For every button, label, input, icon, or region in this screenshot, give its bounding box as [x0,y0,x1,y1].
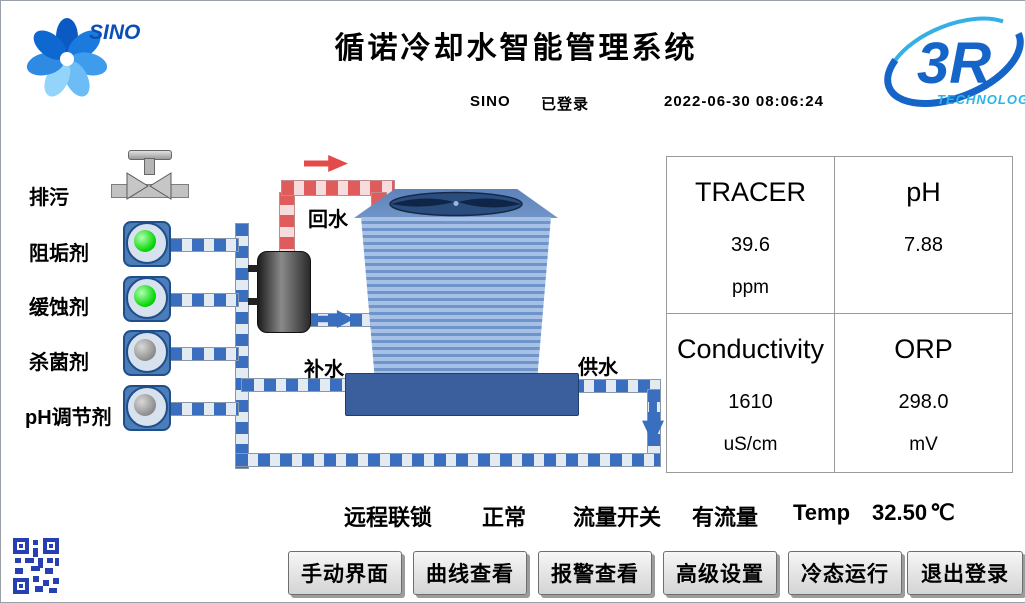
label-corrosion-inhibitor: 缓蚀剂 [29,297,89,319]
label-supply-water: 供水 [578,357,618,379]
temp-label: Temp [793,500,851,525]
pump-ph-adjuster [123,385,171,431]
measurement-name: TRACER [694,177,806,207]
manual-screen-button[interactable]: 手动界面 [288,551,402,595]
temp-value: 32.50 [872,500,928,525]
pipe-return-to-vessel [279,192,295,256]
label-return-water: 回水 [308,209,348,231]
logout-button[interactable]: 退出登录 [907,551,1023,595]
measurement-name: ORP [894,334,953,364]
measurement-unit: mV [909,434,938,455]
label-makeup-water: 补水 [304,359,344,381]
pump-biocide [123,330,171,376]
measurement-name: Conductivity [676,334,825,364]
interlock-value: 正常 [482,505,527,530]
flow-switch-label: 流量开关 [573,505,662,530]
cold-run-button[interactable]: 冷态运行 [788,551,902,595]
cooling-fan-icon [389,191,523,217]
pipe-return-water [281,180,395,196]
interlock-label: 远程联锁 [344,505,433,530]
pump-scale-inhibitor [123,221,171,267]
flow-arrow-return-icon [304,155,348,172]
pipe-dosing-3 [169,347,239,361]
cooling-tower-body [361,217,551,373]
blowdown-valve-icon [126,172,172,200]
vessel-flange [248,298,258,305]
measurement-tracer: TRACER 39.6 ppm [667,157,835,314]
pump-corrosion-inhibitor [123,276,171,322]
label-biocide: 杀菌剂 [29,352,89,374]
measurement-panel: TRACER 39.6 ppm pH 7.88 Conductivity 161… [666,156,1013,473]
pump-status-light [134,394,156,416]
measurement-name: pH [906,177,941,207]
pipe-dosing-2 [169,293,239,307]
vessel-flange [248,265,258,272]
qr-code [13,538,59,594]
3r-logo-subtext: TECHNOLOGY [937,92,1025,107]
measurement-value: 39.6 [731,234,770,256]
page-title: 循诺冷却水智能管理系统 [334,32,698,65]
pipe-dosing-1 [169,238,239,252]
pump-status-light [134,230,156,252]
measurement-unit: uS/cm [723,434,778,455]
flow-switch-value: 有流量 [692,505,759,530]
temp-unit: ℃ [930,500,955,525]
measurement-value: 1610 [728,391,773,413]
measurement-orp: ORP 298.0 mV [835,314,1012,472]
pipe-dosing-4 [169,402,239,416]
pipe-bottom-return [235,453,661,467]
measurement-value: 298.0 [898,391,949,413]
cooling-tower-basin [345,373,579,416]
pump-status-light [134,339,156,361]
sensor-vessel [257,251,311,333]
datetime: 2022-06-30 08:06:24 [664,93,824,110]
label-scale-inhibitor: 阻垢剂 [29,243,89,265]
3r-logo-icon: 3R TECHNOLOGY [884,15,1025,107]
alarm-view-button[interactable]: 报警查看 [538,551,652,595]
label-blowdown: 排污 [29,187,69,209]
pipe-main-riser [235,223,249,469]
measurement-unit: ppm [732,277,769,298]
login-status: 已登录 [541,96,590,113]
pump-status-light [134,285,156,307]
label-ph-adjuster: pH调节剂 [25,407,112,429]
valve-stem [144,158,155,175]
measurement-value: 7.88 [904,234,943,256]
logged-in-user: SINO [470,93,511,110]
measurement-ph: pH 7.88 [835,157,1012,314]
sino-logo-icon: SINO [26,18,140,97]
sino-logo-text: SINO [89,21,140,44]
measurement-conductivity: Conductivity 1610 uS/cm [667,314,835,472]
curve-view-button[interactable]: 曲线查看 [413,551,527,595]
3r-logo-text: 3R [917,31,991,96]
advanced-settings-button[interactable]: 高级设置 [663,551,777,595]
